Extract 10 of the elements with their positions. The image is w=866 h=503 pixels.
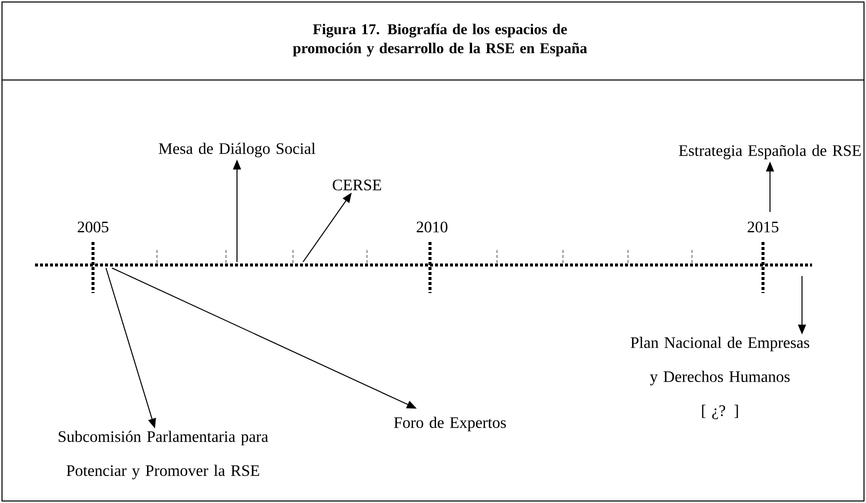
event-label: Foro de Expertos [394,416,506,432]
event-label: CERSE [332,180,382,190]
event-label: Estrategia Española de RSE [678,144,861,160]
event-label: Plan Nacional de Empresas y Derechos Humanos [ ¿? ] [630,336,810,420]
event-label: Mesa de Diálogo Social [158,142,316,158]
event-label: Subcomisión Parlamentaria para Potenciar y Promover la RSE [58,430,268,480]
year-label: 2010 [416,222,448,232]
title: Figura 17. Biografía de los espacios de promoción y desarrollo de la RSE en España [292,24,587,56]
year-label: 2005 [78,222,108,232]
year-label: 2015 [748,222,778,232]
